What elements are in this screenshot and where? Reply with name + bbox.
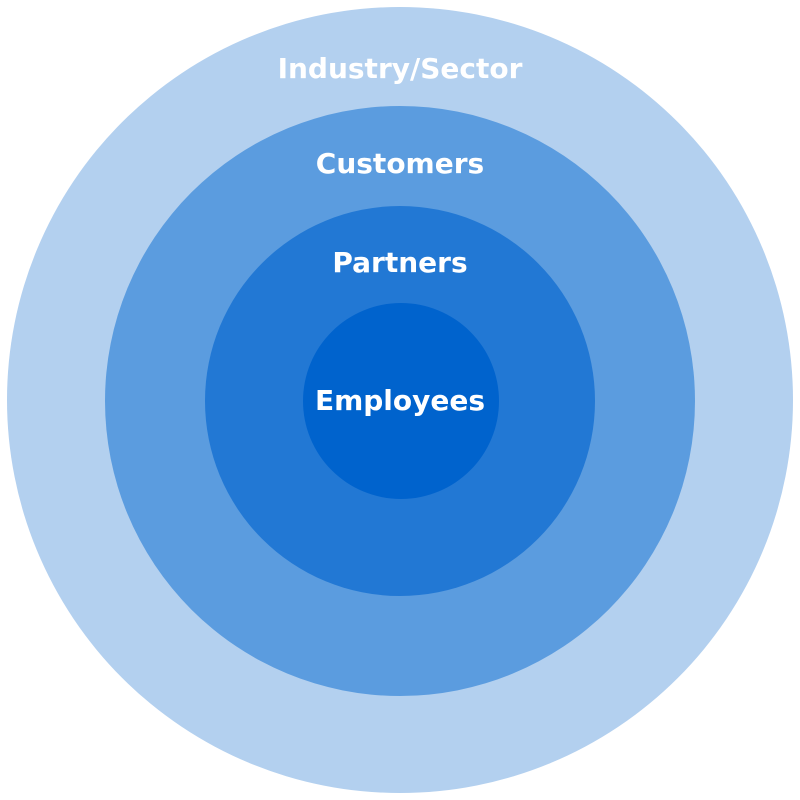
label-partners: Partners [332,246,468,279]
label-customers: Customers [315,147,485,180]
label-industry-sector: Industry/Sector [277,52,523,85]
ring-employees [303,303,499,499]
label-employees: Employees [314,384,486,417]
